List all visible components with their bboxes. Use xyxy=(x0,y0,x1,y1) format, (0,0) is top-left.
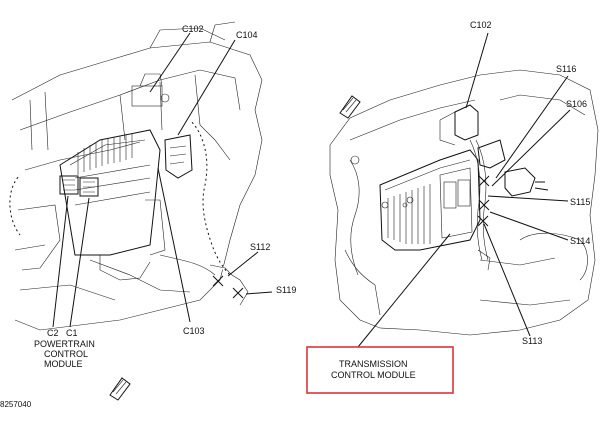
splice-mark-s106 xyxy=(478,175,490,187)
left-engine-illustration xyxy=(8,21,263,331)
label-tcm-line1: TRANSMISSION xyxy=(339,359,408,369)
label-s116: S116 xyxy=(556,64,576,74)
label-c104: C104 xyxy=(236,30,258,40)
right-engine-illustration xyxy=(329,69,599,336)
splice-mark-s115 xyxy=(478,199,490,211)
figure-id: 8257040 xyxy=(0,400,32,409)
label-s115: S115 xyxy=(570,197,590,207)
label-c102-left: C102 xyxy=(182,24,204,34)
label-s112: S112 xyxy=(250,242,270,252)
left-harness xyxy=(8,118,232,281)
direction-arrow-right-top xyxy=(339,95,361,119)
label-c2: C2 xyxy=(47,328,59,338)
label-c103: C103 xyxy=(183,326,205,336)
right-leader-lines xyxy=(357,32,571,348)
label-tcm-line2: CONTROL MODULE xyxy=(331,370,416,380)
label-s119: S119 xyxy=(276,285,296,295)
left-leader-lines xyxy=(52,32,273,328)
label-pcm-line3: MODULE xyxy=(44,359,83,369)
tcm-housing xyxy=(379,149,481,251)
label-s114: S114 xyxy=(570,236,590,246)
splice-mark-s112 xyxy=(212,275,224,287)
direction-arrow-left-bottom xyxy=(109,377,131,401)
pcm-housing xyxy=(59,129,161,256)
splice-mark-s114 xyxy=(477,215,489,227)
label-pcm-line1: POWERTRAIN xyxy=(34,339,95,349)
label-c1: C1 xyxy=(66,328,78,338)
label-c102-right: C102 xyxy=(470,20,492,30)
label-s106: S106 xyxy=(566,99,587,109)
label-s113: S113 xyxy=(522,336,542,346)
tcm-highlight-box xyxy=(306,346,454,394)
splice-mark-s119 xyxy=(232,287,244,299)
label-pcm-line2: CONTROL xyxy=(44,349,88,359)
